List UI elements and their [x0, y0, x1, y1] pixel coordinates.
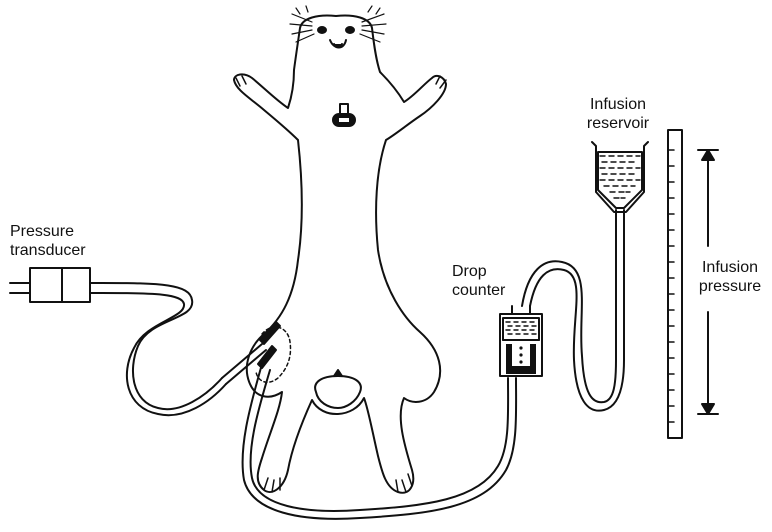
rat-body: [234, 16, 446, 493]
drop-counter: [500, 306, 542, 376]
infusion-reservoir-label: Infusion reservoir: [578, 95, 658, 133]
infusion-pressure-label-line1: Infusion: [690, 258, 770, 277]
transducer-tubing: [102, 283, 266, 415]
infusion-reservoir-label-line1: Infusion: [578, 95, 658, 114]
catheter-site: [256, 322, 291, 382]
infusion-reservoir-label-line2: reservoir: [578, 114, 658, 133]
pressure-transducer-label-line2: transducer: [10, 241, 86, 260]
infusion-pressure-label: Infusion pressure: [690, 258, 770, 296]
infusion-reservoir: [592, 142, 648, 212]
pressure-transducer: [10, 268, 102, 302]
drop-counter-label-line1: Drop: [452, 262, 505, 281]
pressure-transducer-label: Pressure transducer: [10, 222, 86, 260]
pressure-transducer-label-line1: Pressure: [10, 222, 86, 241]
infusion-tubing-lower: [243, 364, 517, 519]
infusion-pressure-label-line2: pressure: [690, 277, 770, 296]
drop-counter-label: Drop counter: [452, 262, 505, 300]
rat-head-details: [290, 6, 386, 126]
measuring-scale: [668, 130, 682, 438]
infusion-tubing-upper: [522, 210, 624, 411]
drop-counter-label-line2: counter: [452, 281, 505, 300]
